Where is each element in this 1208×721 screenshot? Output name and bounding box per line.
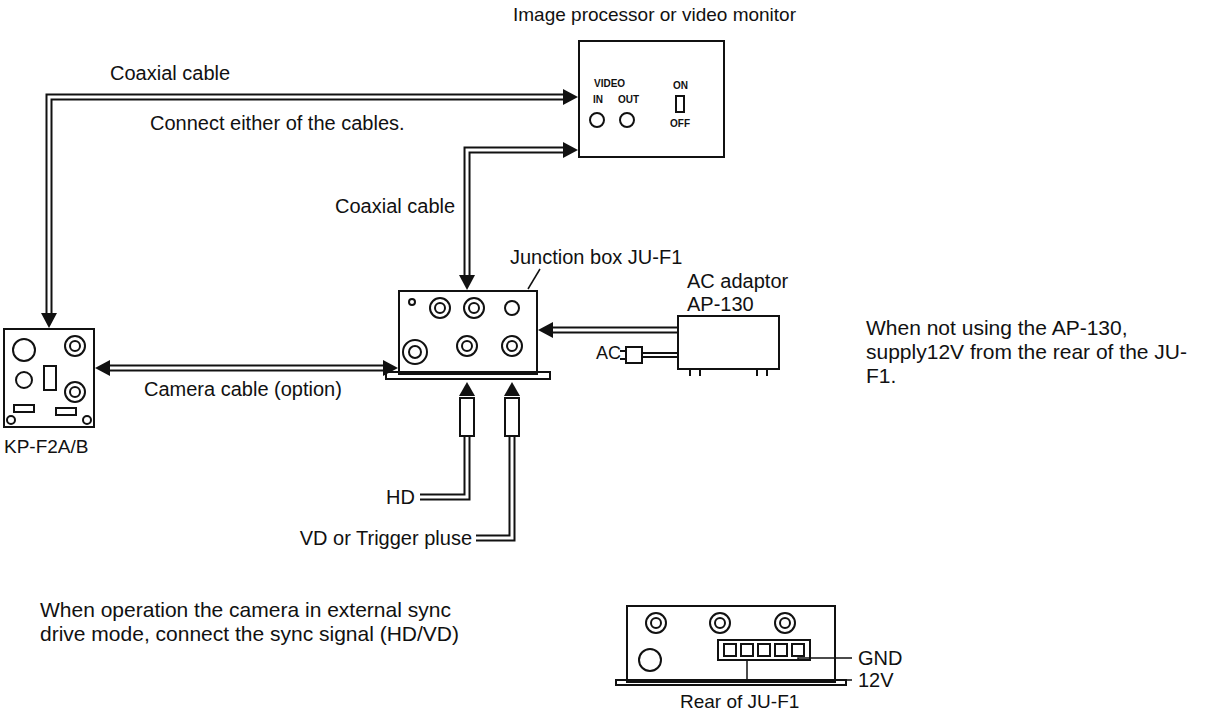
panel-marking: OUT (618, 94, 639, 106)
cable-outline (49, 97, 563, 313)
cable-connector (95, 360, 398, 376)
camera-panel: KP-F2A/B (3, 328, 95, 428)
node-heading: KP-F2A/B (4, 436, 88, 458)
cable-core (49, 97, 563, 313)
arrowhead (459, 275, 475, 290)
cable-label: Coaxial cable (333, 195, 457, 218)
camera-panel-detail (7, 336, 91, 424)
note-label: GND (858, 647, 902, 670)
panel-marking: OFF (670, 118, 690, 130)
cable-outline (553, 327, 677, 334)
node-heading: Rear of JU-F1 (680, 691, 799, 713)
arrowhead (563, 142, 578, 158)
arrowhead (95, 360, 110, 376)
sync-cables (420, 382, 520, 538)
ac-adaptor: AC adaptor AP-130 (677, 315, 780, 370)
panel-marking: IN (593, 94, 603, 106)
cable-connector (41, 89, 578, 328)
arrowhead (538, 322, 553, 338)
note-label: When operation the camera in external sy… (40, 598, 480, 646)
note-label: HD (386, 486, 415, 509)
terminal-leaders (747, 658, 852, 680)
cable-core (553, 329, 677, 332)
ac-plug (620, 347, 677, 363)
cable-core (110, 367, 383, 370)
note-label: Connect either of the cables. (150, 112, 405, 135)
arrowhead (41, 313, 57, 328)
node-heading: Junction box JU-F1 (510, 246, 682, 269)
cable-label: Coaxial cable (108, 62, 232, 85)
cable-connector (538, 322, 677, 338)
arrowhead (563, 89, 578, 105)
note-label: 12V (858, 669, 894, 692)
note-label: AC (596, 343, 621, 364)
leader-line (528, 269, 540, 289)
node-heading: Image processor or video monitor (513, 4, 796, 26)
cable-label: Camera cable (option) (142, 378, 344, 401)
panel-marking: ON (673, 80, 688, 92)
monitor-box: Image processor or video monitorVIDEOINO… (578, 40, 725, 158)
node-heading: AC adaptor AP-130 (687, 270, 805, 316)
cable-outline (110, 365, 383, 372)
junction-box-detail (386, 298, 550, 379)
arrowhead (383, 360, 398, 376)
rear-panel: Rear of JU-F1 (626, 605, 836, 683)
note-label: When not using the AP-130, supply12V fro… (866, 316, 1196, 388)
note-label: VD or Trigger pluse (300, 527, 472, 550)
panel-marking: VIDEO (594, 78, 625, 90)
ac-adaptor-detail (690, 370, 767, 376)
rear-panel-detail (616, 613, 846, 685)
junction-box: Junction box JU-F1 (398, 290, 538, 375)
